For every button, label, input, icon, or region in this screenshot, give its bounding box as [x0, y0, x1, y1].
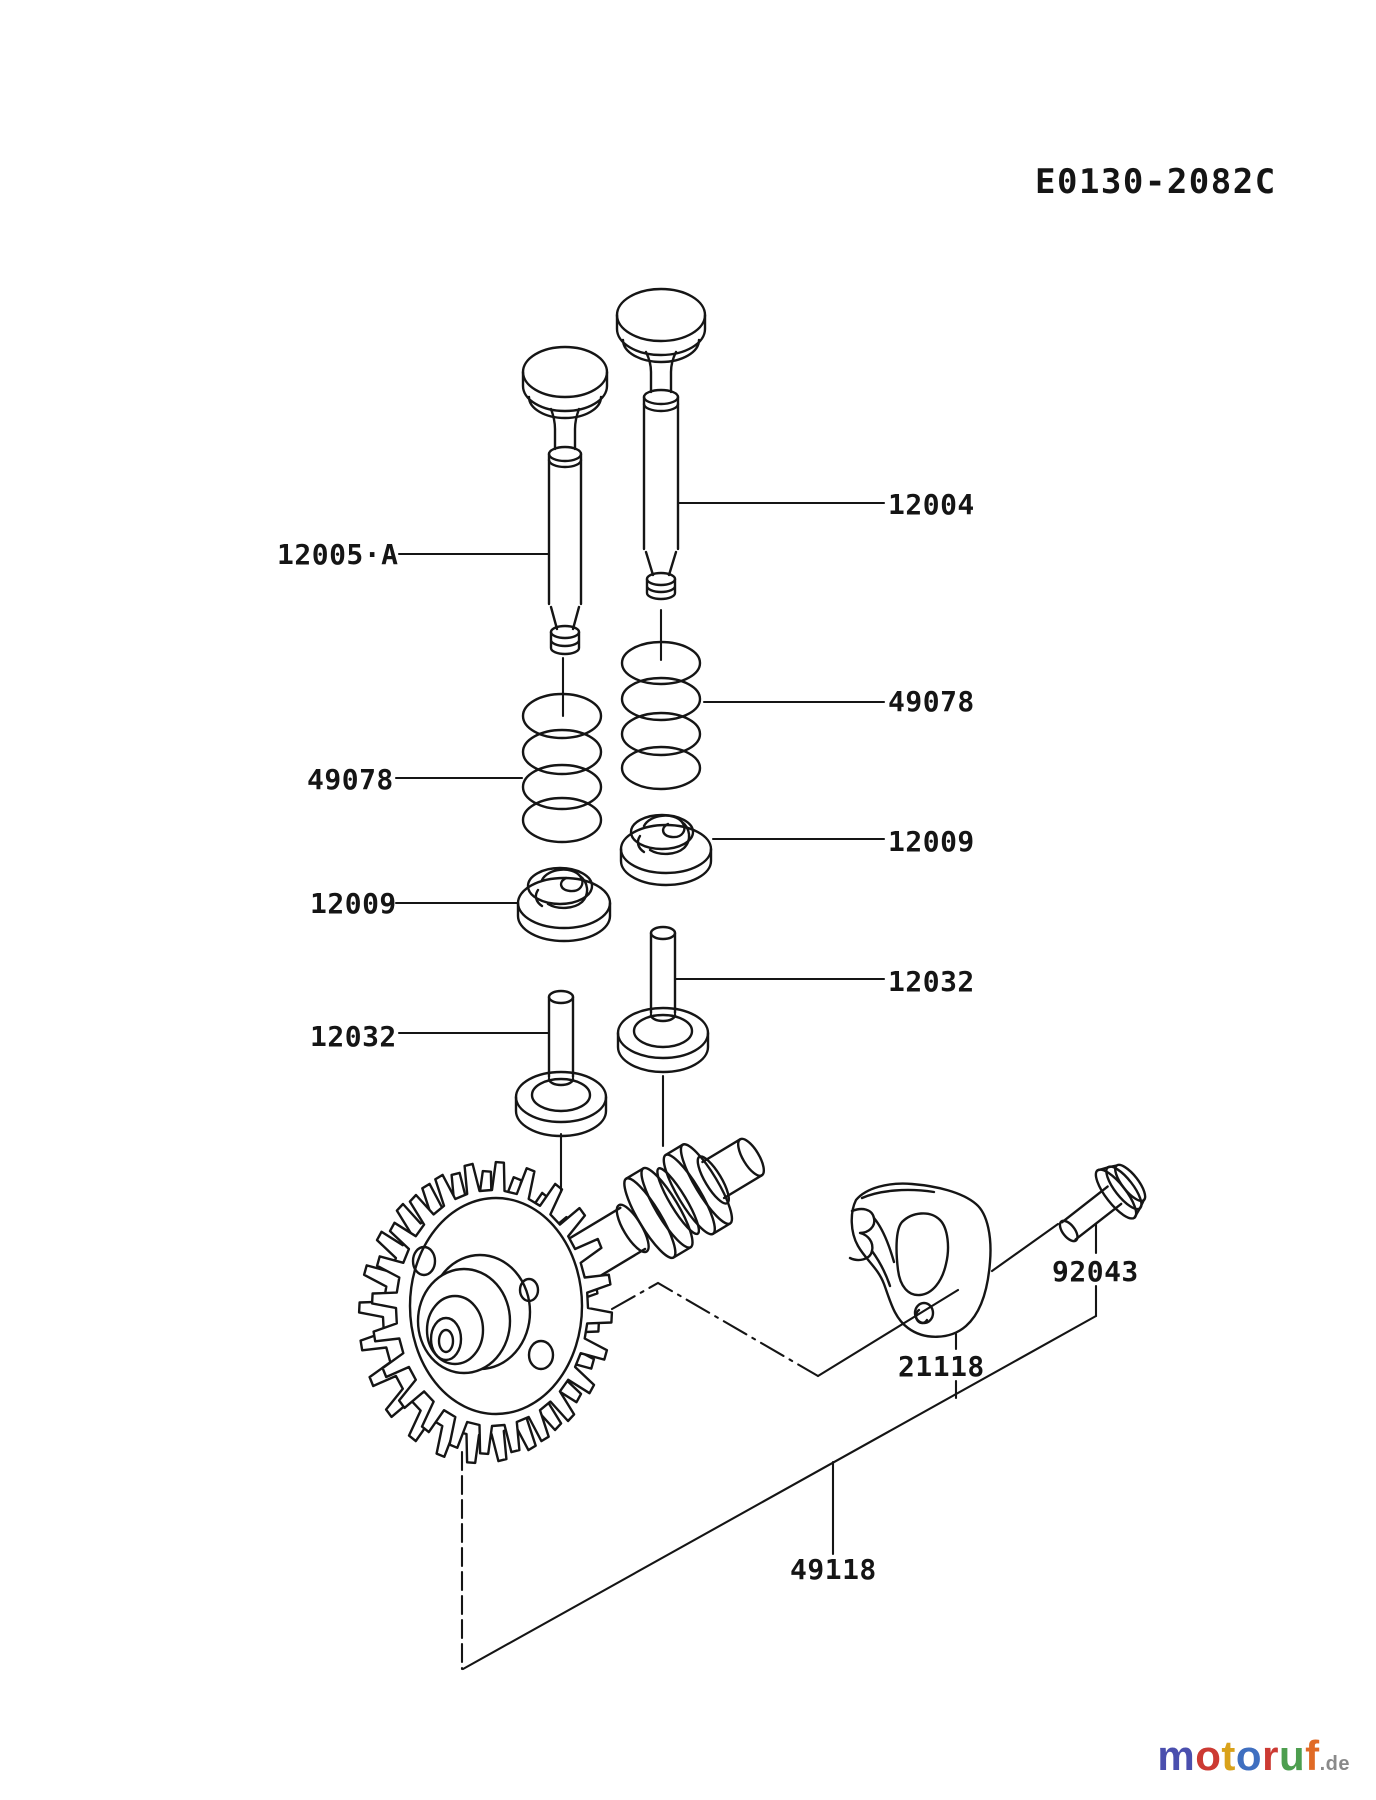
watermark-letter: r — [1262, 1732, 1279, 1779]
leader-camshaft-diagonal — [461, 1314, 1098, 1671]
gear-rim — [408, 1196, 584, 1416]
centerline-to-plate — [816, 1288, 960, 1378]
valve-left-drawing — [521, 345, 609, 656]
part-label-plate: 21118 — [898, 1350, 985, 1383]
spring-retainer-left-drawing — [516, 866, 612, 943]
centerline-cam-to-plate — [610, 1281, 820, 1378]
camshaft-drawing — [512, 1137, 766, 1315]
diagram-code: E0130-2082C — [1035, 162, 1277, 202]
valve-right-drawing — [615, 287, 707, 601]
part-label-valve-left: 12005·A — [277, 538, 399, 571]
camshaft-screw-drawing — [1058, 1163, 1147, 1243]
camshaft-plate-drawing — [848, 1182, 992, 1338]
motoruf-watermark: m o t o r u f .de — [1157, 1732, 1350, 1780]
valve-spring-right-drawing — [620, 640, 702, 791]
watermark-letter: u — [1278, 1732, 1306, 1779]
watermark-letter: m — [1157, 1732, 1196, 1779]
cam-gear-drawing — [357, 1160, 614, 1465]
valve-lifter-left-drawing — [514, 989, 608, 1138]
watermark-letter: f — [1305, 1732, 1320, 1779]
spring-retainer-right-drawing — [619, 813, 713, 887]
watermark-letter: o — [1235, 1732, 1263, 1779]
gear-bore-inner — [437, 1328, 455, 1354]
gear-web-hole — [527, 1339, 555, 1371]
part-label-spring-right: 49078 — [888, 685, 975, 718]
part-label-spring-left: 49078 — [307, 763, 394, 796]
watermark-letter: o — [1195, 1732, 1222, 1779]
part-label-valve-right: 12004 — [888, 488, 975, 521]
part-label-tappet-left: 12032 — [310, 1020, 397, 1053]
part-label-camshaft: 49118 — [790, 1553, 877, 1586]
part-label-tappet-right: 12032 — [888, 965, 975, 998]
valve-spring-left-drawing — [521, 692, 603, 844]
watermark-letter: t — [1221, 1732, 1236, 1779]
label-layer: E0130-2082C 12005·A 12004 49078 49078 12… — [277, 162, 1277, 1586]
gear-hub-ring — [425, 1294, 485, 1366]
gear-hub-face — [416, 1267, 512, 1375]
watermark-tld: .de — [1319, 1753, 1350, 1775]
part-label-screw: 92043 — [1052, 1255, 1139, 1288]
gear-bore — [429, 1316, 463, 1362]
gear-web-hole — [411, 1245, 437, 1277]
part-label-retainer-left: 12009 — [310, 887, 397, 920]
part-label-retainer-right: 12009 — [888, 825, 975, 858]
valve-lifter-right-drawing — [616, 925, 710, 1074]
leader-lines — [394, 501, 1098, 1671]
centerline-plate-to-screw — [990, 1222, 1060, 1273]
